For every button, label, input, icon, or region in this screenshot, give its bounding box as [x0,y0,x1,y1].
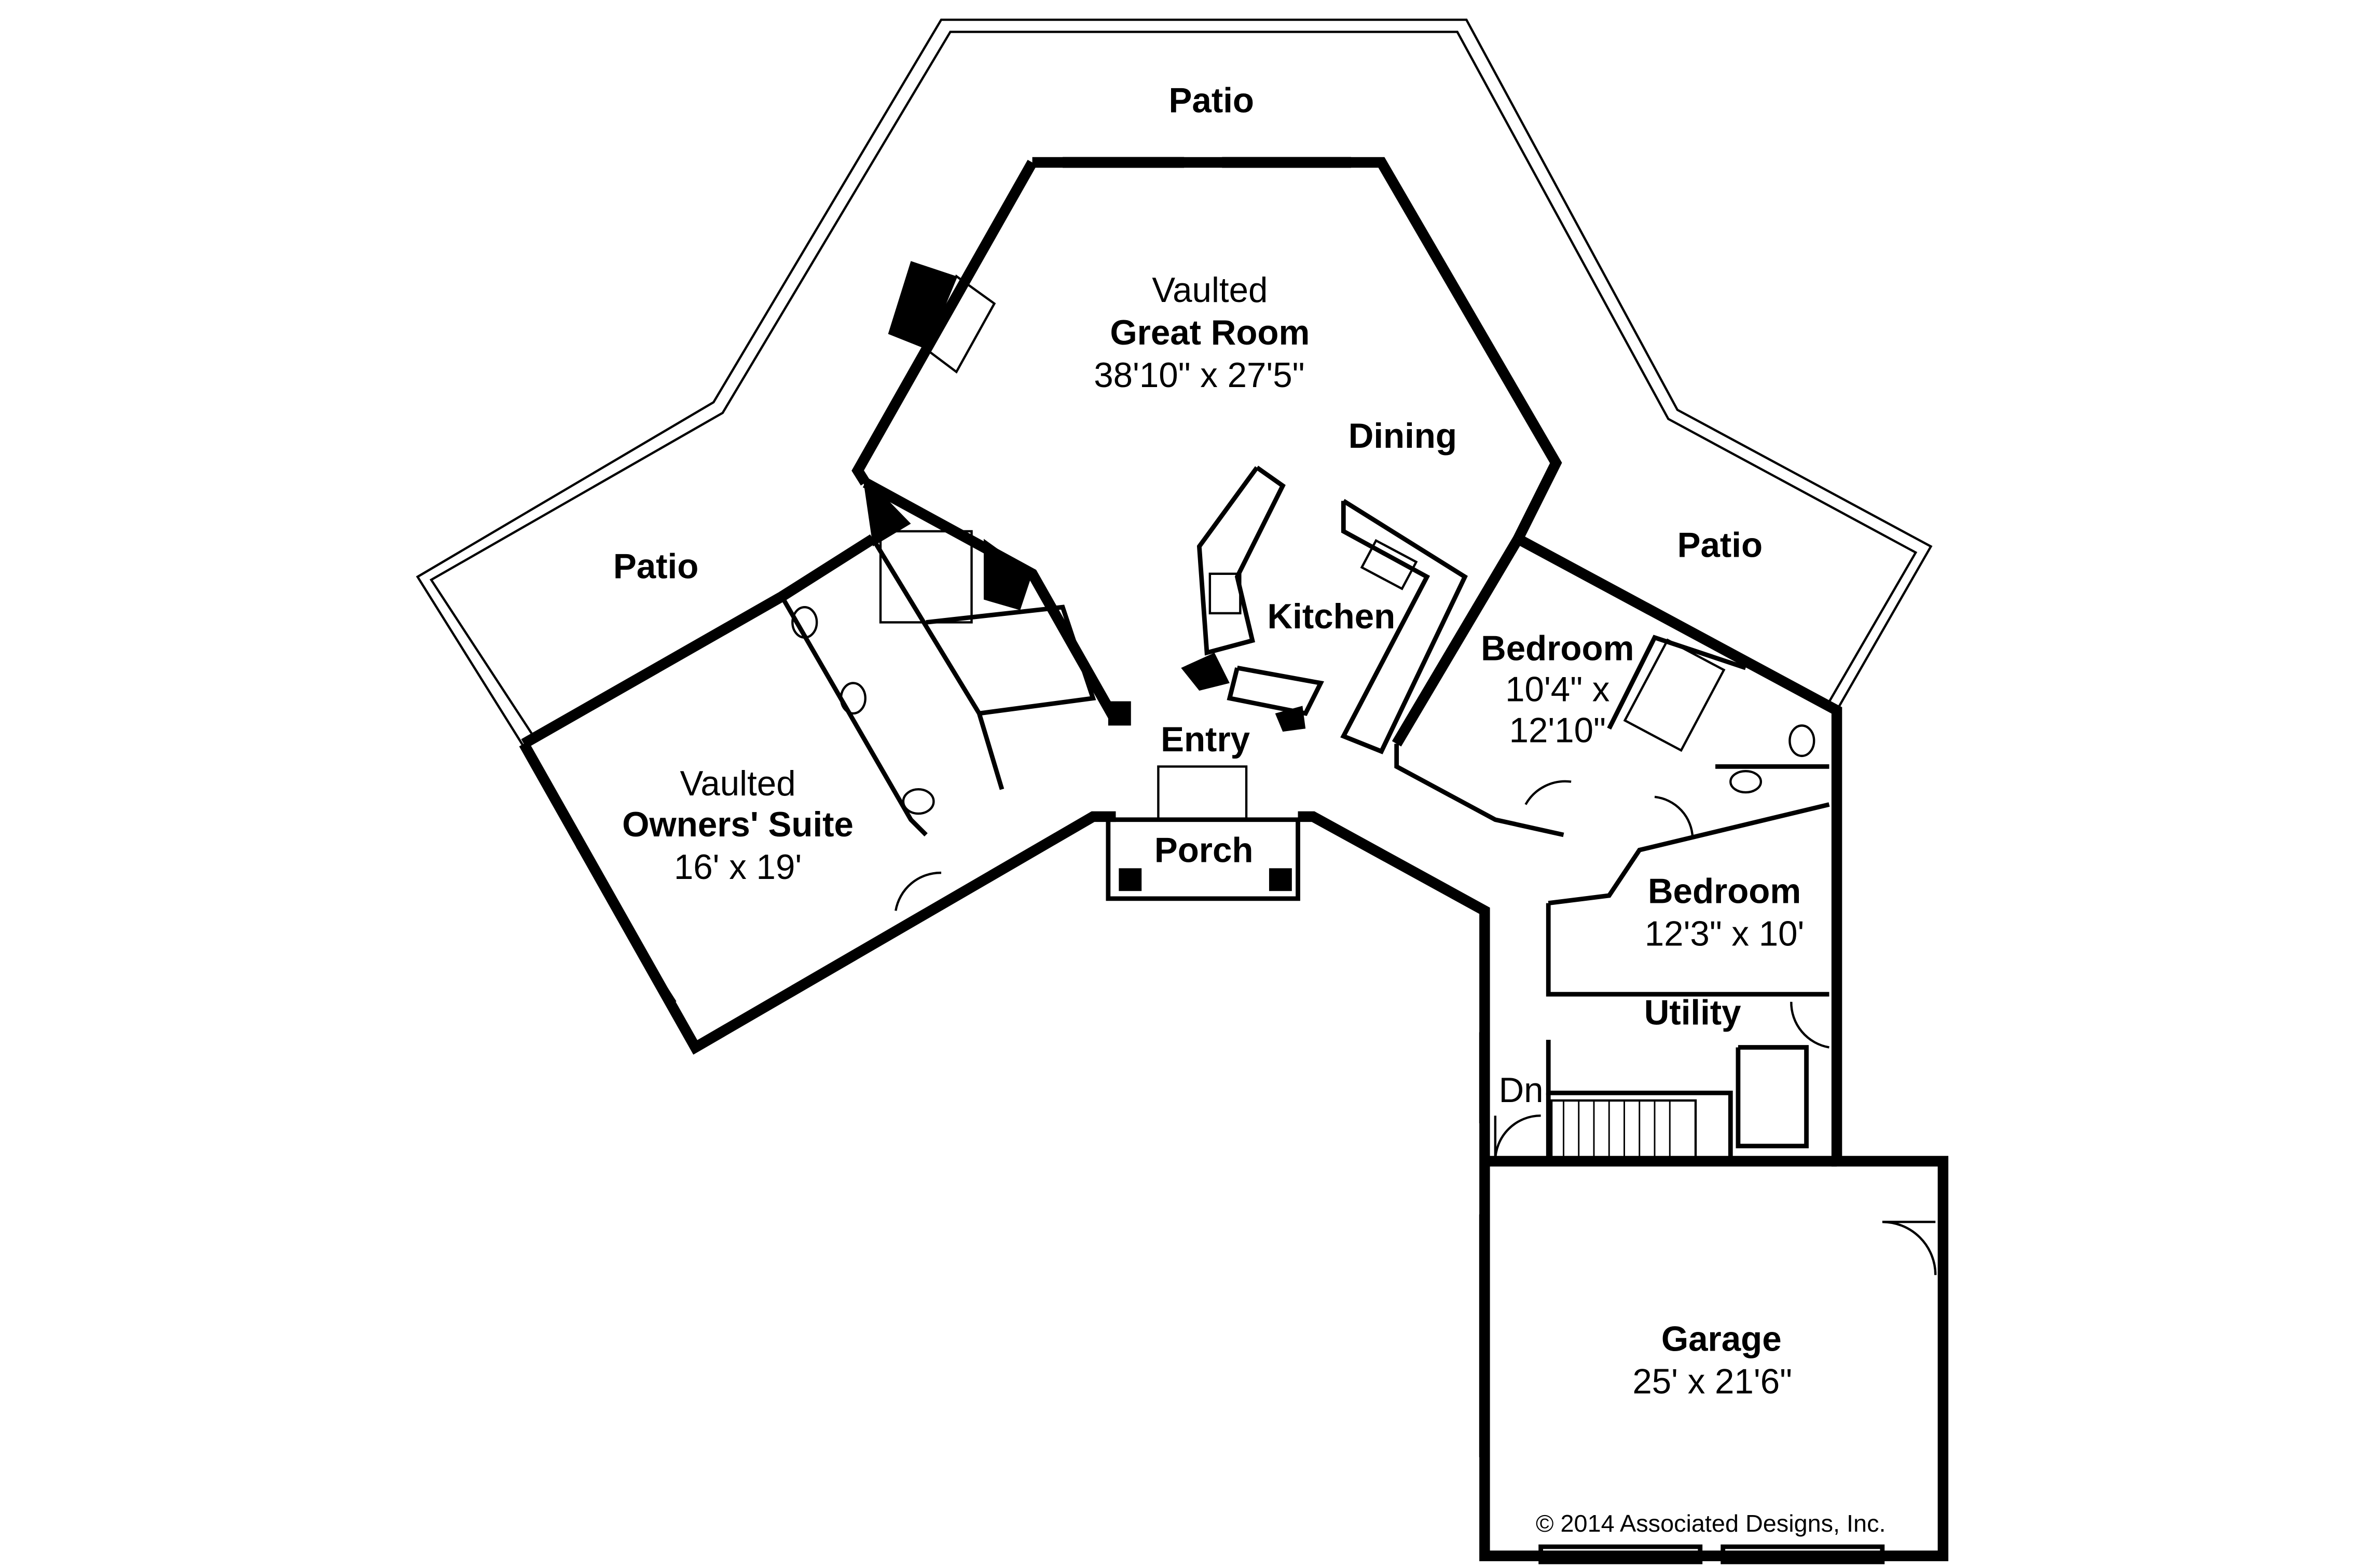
owners-suite-size: 16' x 19' [674,848,802,887]
fireplace [888,261,996,374]
porch [1106,765,1300,901]
bath-fixtures [791,473,1815,815]
great-room-size: 38'10" x 27'5" [1094,356,1304,395]
label-patio-top: Patio [1169,81,1254,120]
bedroom1-size-line2: 12'10" [1509,711,1606,750]
windows [576,157,1835,1457]
garage-size: 25' x 21'6" [1632,1363,1792,1401]
owners-suite-name: Owners' Suite [622,805,854,844]
interior-walls [780,538,1830,1161]
bedroom2-size: 12'3" x 10' [1645,915,1805,954]
bedroom1-size-line1: 10'4" x [1505,670,1609,709]
label-entry: Entry [1161,720,1250,759]
great-room-name: Great Room [1110,313,1310,352]
label-utility: Utility [1644,994,1741,1033]
bedroom2-name: Bedroom [1648,872,1801,911]
stairs [1550,1099,1697,1160]
bedroom1-name: Bedroom [1481,629,1634,668]
owners-suite-prefix: Vaulted [680,764,795,803]
label-dining: Dining [1348,417,1457,456]
label-patio-right: Patio [1677,526,1763,565]
label-stairs-down: Dn [1499,1071,1544,1110]
doors [895,780,1937,1275]
patio-outline [416,18,1933,748]
great-room-prefix: Vaulted [1152,271,1268,310]
copyright: © 2014 Associated Designs, Inc. [1536,1510,1886,1537]
label-patio-left: Patio [613,547,698,586]
kitchen-counters [1181,465,1468,754]
garage-name: Garage [1661,1320,1782,1359]
garage-door [1538,1544,1885,1564]
label-kitchen: Kitchen [1268,597,1396,636]
label-porch: Porch [1154,831,1254,870]
